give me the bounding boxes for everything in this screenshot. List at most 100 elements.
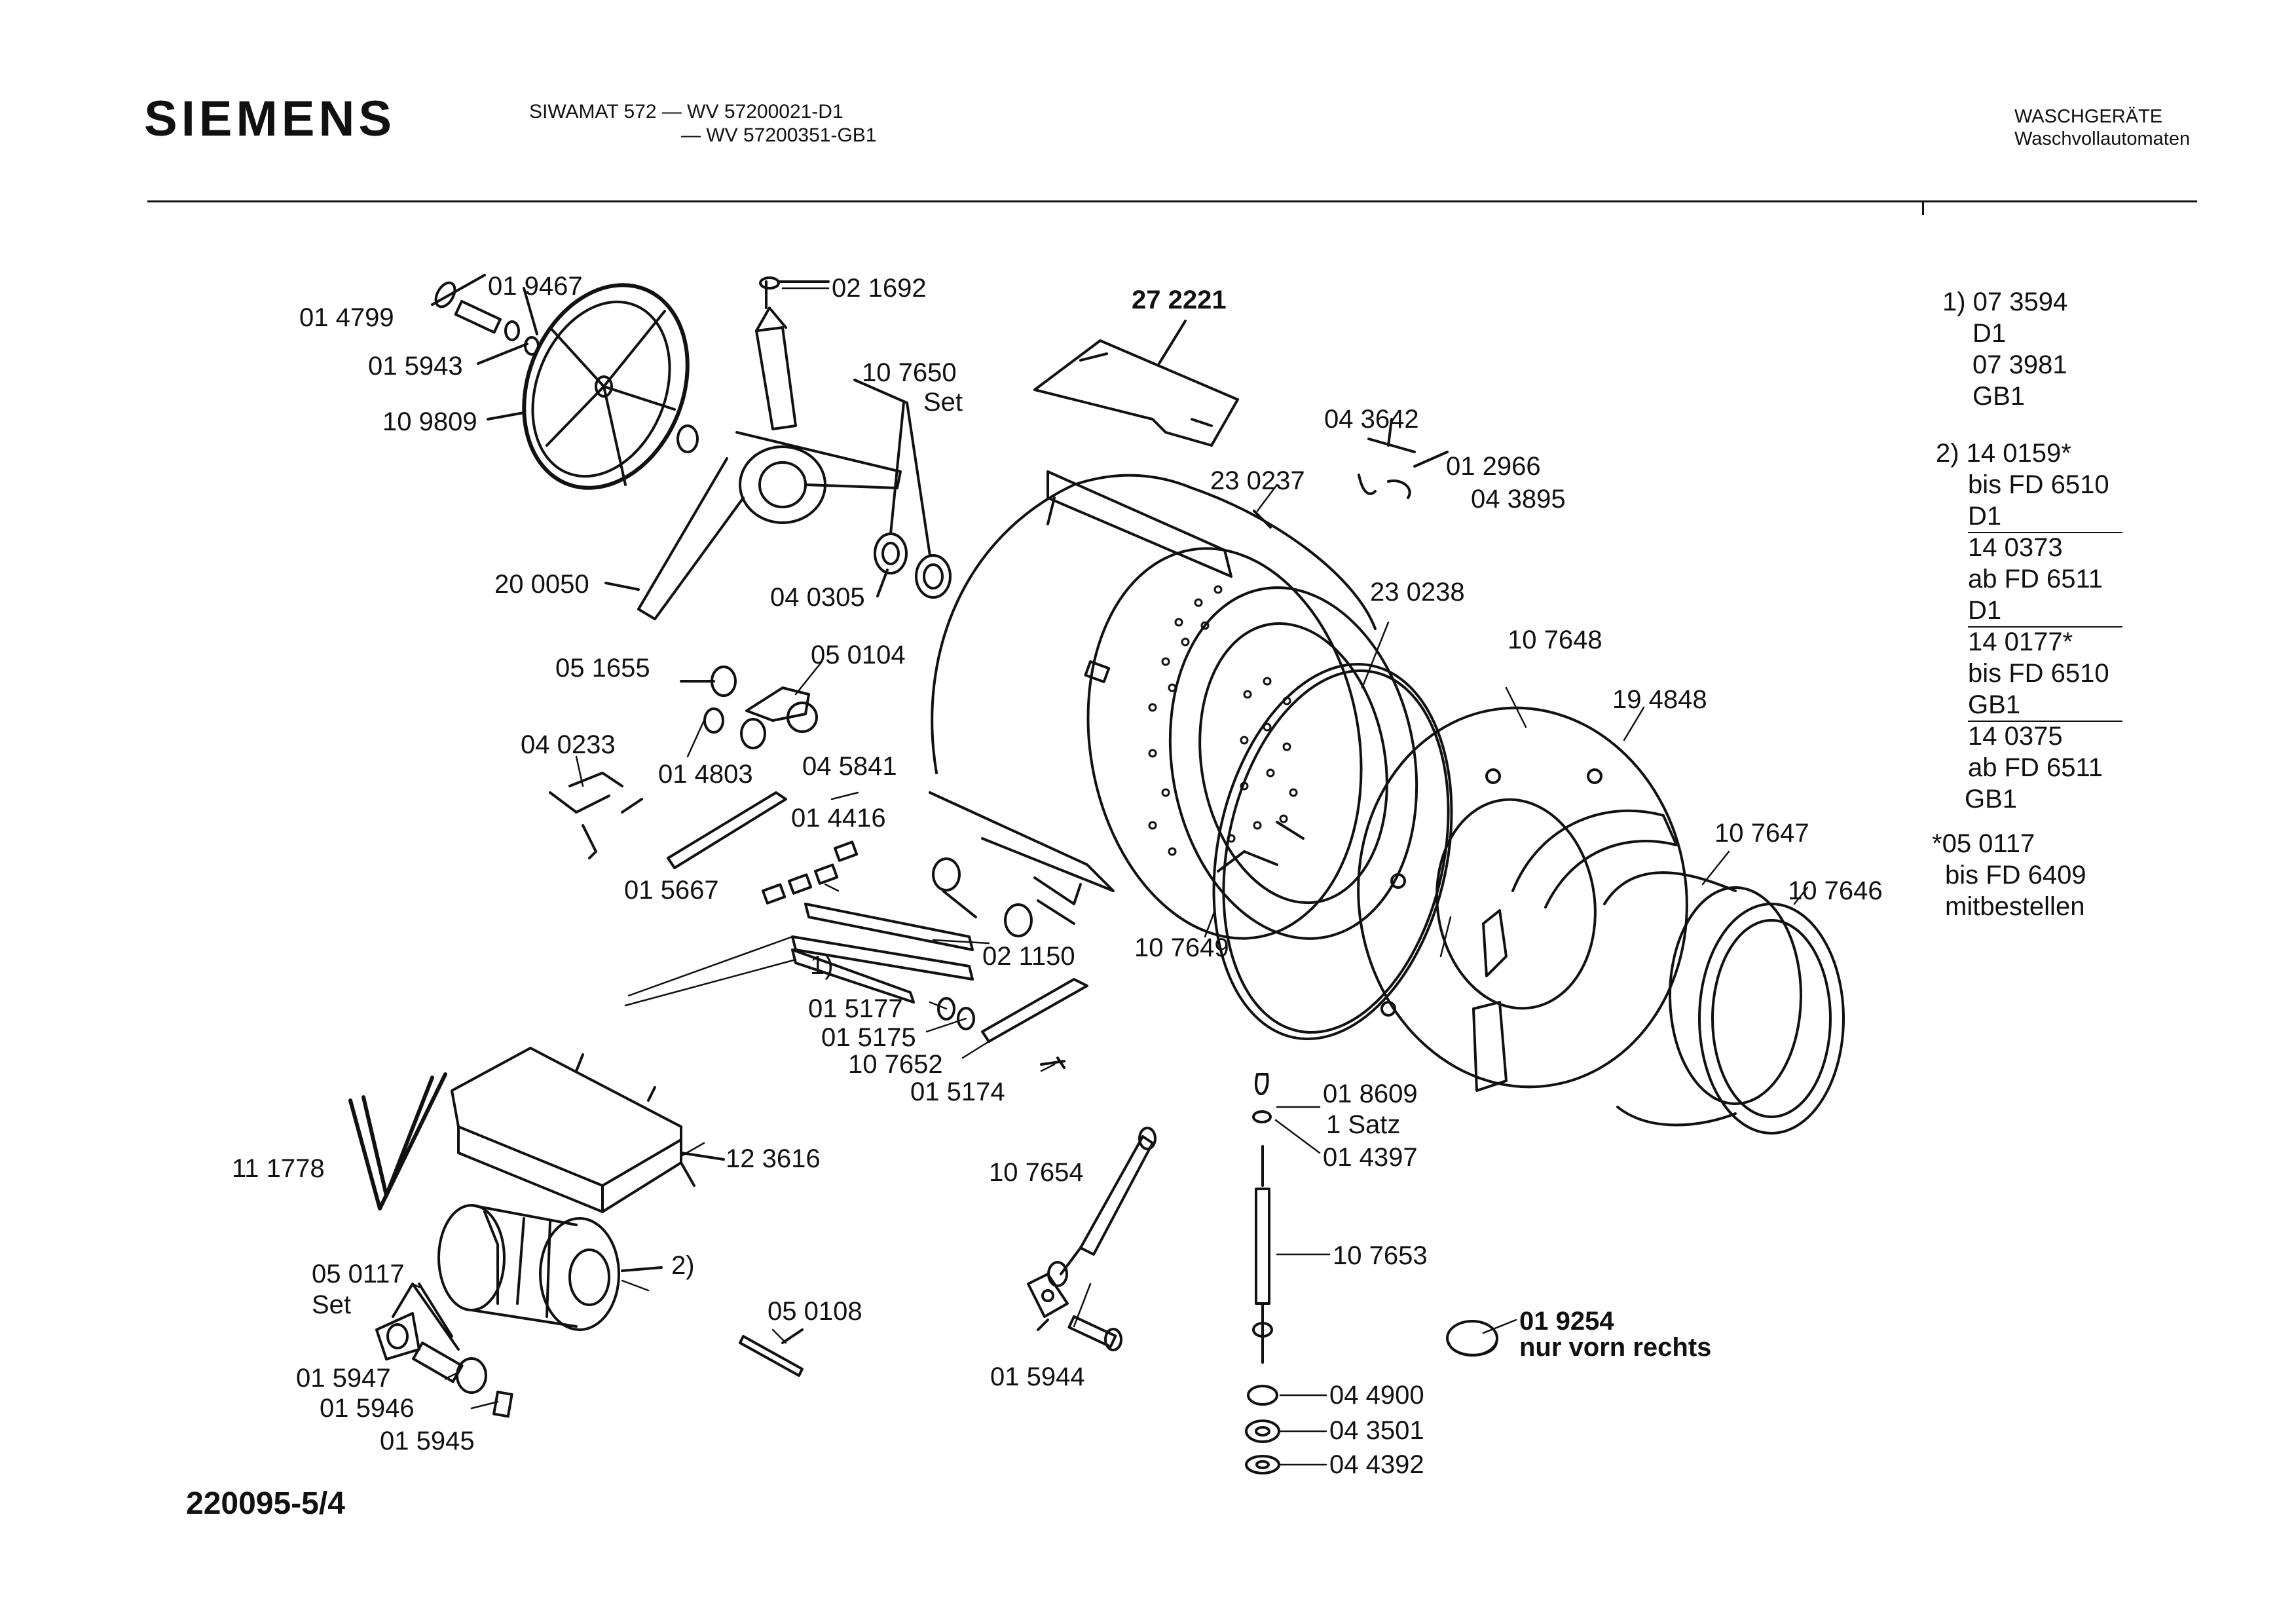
note-line: GB1: [1968, 689, 2122, 722]
cover-plate: [1033, 320, 1239, 447]
part-label: 04 3501: [1329, 1416, 1424, 1445]
part-label: 19 4848: [1612, 685, 1707, 714]
part-label: 01 5175: [821, 1023, 916, 1052]
part-label: 04 4900: [1329, 1381, 1424, 1410]
part-label: 23 0238: [1370, 578, 1465, 607]
part-label: 05 0104: [811, 641, 906, 669]
small-parts-left: [549, 666, 818, 859]
part-label: 10 7647: [1714, 819, 1809, 848]
motor-bracket: [451, 1047, 725, 1213]
note-line: D1: [1968, 595, 2122, 628]
motor-mount-parts: [375, 1283, 513, 1418]
bearing-seals: [853, 379, 952, 599]
part-label: 01 5945: [380, 1427, 475, 1455]
note-line: bis FD 6510: [1968, 470, 2109, 499]
part-label: 02 1150: [982, 942, 1075, 971]
header-rule-tick: [1922, 200, 1924, 215]
suspension-rod: [1245, 1073, 1280, 1474]
note-line: mitbestellen: [1945, 892, 2085, 921]
note-line: 14 0375: [1968, 722, 2063, 751]
part-label: 05 1655: [555, 654, 650, 683]
note-line: bis FD 6409: [1945, 861, 2086, 890]
note-line: D1: [1972, 319, 2007, 348]
part-label: 04 4392: [1329, 1450, 1424, 1479]
washers-small: [937, 997, 1065, 1069]
part-label: 10 7646: [1788, 876, 1883, 905]
part-label: 11 1778: [232, 1154, 325, 1183]
motor: [437, 1204, 663, 1331]
category-subtitle: Waschvollautomaten: [2014, 128, 2191, 149]
strips-clips: [667, 791, 1088, 1043]
part-label: 01 9254: [1519, 1307, 1614, 1336]
note-line: ab FD 6511: [1968, 565, 2103, 593]
drum-spider: [604, 276, 902, 620]
part-label: 20 0050: [494, 570, 589, 599]
part-label: 10 7653: [1333, 1241, 1428, 1270]
part-label: 23 0237: [1210, 466, 1305, 495]
part-label: 04 3642: [1324, 405, 1419, 434]
part-label: 2): [671, 1251, 695, 1280]
part-label: 01 9467: [488, 272, 583, 301]
shock-feet: [932, 857, 1075, 937]
foot-pad: [1446, 1320, 1498, 1357]
part-label: 10 9809: [382, 407, 477, 436]
part-label: 05 0117: [312, 1260, 405, 1288]
part-label: 04 0305: [770, 583, 865, 612]
part-label: 04 0233: [521, 730, 616, 759]
part-label: 27 2221: [1132, 286, 1227, 314]
part-label: 04 5841: [802, 752, 897, 781]
door-boot: [1603, 871, 1845, 1135]
bolt-washer-group: [431, 274, 540, 421]
part-label: 02 1692: [832, 274, 927, 303]
lock-parts: [1358, 418, 1449, 499]
part-label: 01 4397: [1323, 1143, 1418, 1172]
note-line: 2) 14 0159*: [1936, 439, 2071, 468]
model-line-1: SIWAMAT 572 — WV 57200021-D1: [529, 101, 843, 122]
pin: [739, 1328, 804, 1377]
outer-tub: [929, 470, 1377, 940]
note-line: GB1: [1972, 382, 2026, 411]
drawing-number: 220095-5/4: [186, 1486, 345, 1521]
note-line: 14 0373: [1968, 533, 2063, 562]
note-line: *05 0117: [1932, 829, 2035, 858]
part-label: 10 7649: [1134, 933, 1229, 962]
front-panel: [1357, 706, 1688, 1089]
part-label: 01 5174: [910, 1078, 1005, 1106]
note-line: GB1: [1965, 785, 2018, 814]
note-line: D1: [1968, 500, 2122, 533]
part-label: 01 8609: [1323, 1079, 1418, 1108]
inner-drum: [1148, 585, 1418, 940]
part-label: 01 2966: [1446, 452, 1541, 481]
note-line: bis FD 6510: [1968, 659, 2109, 688]
part-label: 01 5667: [624, 876, 719, 905]
category-title: WASCHGERÄTE: [2014, 106, 2163, 127]
note-line: ab FD 6511: [1968, 753, 2103, 782]
note-underlined: GB1: [1968, 689, 2122, 722]
pulley-wheel: [522, 283, 690, 490]
part-label: 10 7648: [1508, 626, 1602, 654]
part-label: 05 0108: [768, 1297, 862, 1326]
part-label: 01 4799: [299, 303, 394, 332]
part-label: 1 Satz: [1326, 1110, 1401, 1139]
part-label: 01 5947: [296, 1364, 391, 1393]
note-underlined: D1: [1968, 500, 2122, 533]
note-underlined: D1: [1968, 595, 2122, 628]
damper: [1027, 1127, 1157, 1351]
note-line: 07 3981: [1972, 350, 2067, 379]
door-seal-clamp: [1472, 809, 1678, 1092]
part-label: 04 3895: [1471, 485, 1566, 514]
part-label: 01 4416: [791, 804, 886, 833]
part-label: 10 7650: [862, 358, 957, 387]
part-label: 1): [810, 951, 834, 980]
leader-lines: [411, 287, 1809, 1466]
part-label: 01 5177: [808, 994, 903, 1023]
header-rule: [147, 200, 2197, 202]
v-belt: [348, 1072, 447, 1210]
part-label: 10 7654: [989, 1158, 1084, 1187]
part-label: 01 5946: [320, 1394, 415, 1423]
part-label: 01 5943: [368, 352, 463, 381]
gasket-ring: [1212, 663, 1453, 1040]
brand-logo: SIEMENS: [144, 91, 396, 147]
part-label: Set: [312, 1290, 352, 1319]
